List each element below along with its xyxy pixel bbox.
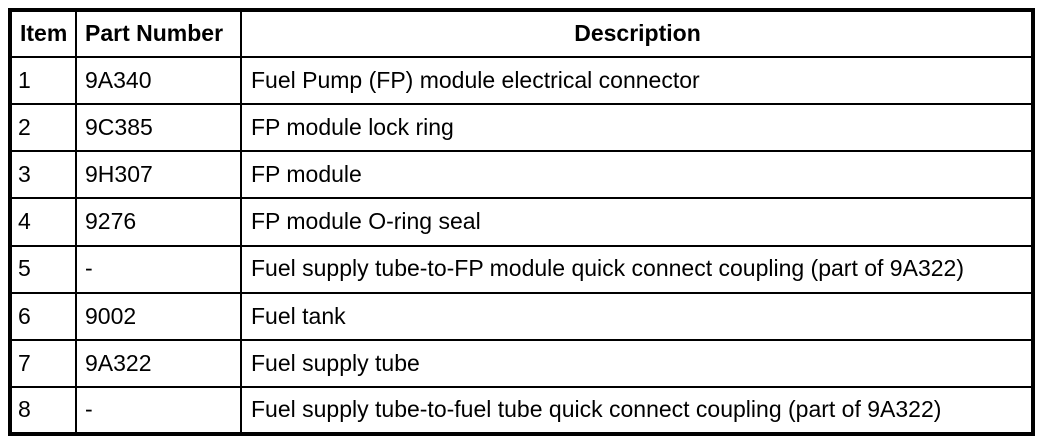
- table-row: 3 9H307 FP module: [9, 150, 1034, 200]
- table-row: 1 9A340 Fuel Pump (FP) module electrical…: [9, 55, 1034, 106]
- description-cell: Fuel supply tube-to-fuel tube quick conn…: [240, 385, 1034, 436]
- description-cell: Fuel supply tube: [240, 338, 1034, 388]
- table-row: 6 9002 Fuel tank: [9, 291, 1034, 341]
- item-cell: 5: [9, 244, 77, 294]
- part-number-cell: 9H307: [75, 150, 242, 200]
- part-number-cell: -: [75, 244, 242, 294]
- item-cell: 7: [9, 338, 77, 388]
- description-cell: Fuel Pump (FP) module electrical connect…: [240, 55, 1034, 106]
- table-row: 5 - Fuel supply tube-to-FP module quick …: [9, 244, 1034, 294]
- item-cell: 1: [9, 55, 77, 106]
- column-header-item: Item: [9, 9, 77, 58]
- part-number-cell: -: [75, 385, 242, 436]
- column-header-part-number: Part Number: [75, 9, 242, 58]
- description-cell: Fuel supply tube-to-FP module quick conn…: [240, 244, 1034, 294]
- parts-table: Item Part Number Description 1 9A340 Fue…: [8, 8, 1035, 436]
- part-number-cell: 9C385: [75, 103, 242, 153]
- column-header-description: Description: [240, 9, 1034, 58]
- table-row: 7 9A322 Fuel supply tube: [9, 338, 1034, 388]
- item-cell: 2: [9, 103, 77, 153]
- item-cell: 8: [9, 385, 77, 436]
- table-row: 2 9C385 FP module lock ring: [9, 103, 1034, 153]
- part-number-cell: 9276: [75, 197, 242, 247]
- part-number-cell: 9A322: [75, 338, 242, 388]
- description-cell: FP module: [240, 150, 1034, 200]
- description-cell: Fuel tank: [240, 291, 1034, 341]
- table-row: 8 - Fuel supply tube-to-fuel tube quick …: [9, 385, 1034, 436]
- item-cell: 4: [9, 197, 77, 247]
- description-cell: FP module O-ring seal: [240, 197, 1034, 247]
- part-number-cell: 9002: [75, 291, 242, 341]
- table-header-row: Item Part Number Description: [9, 9, 1034, 58]
- item-cell: 6: [9, 291, 77, 341]
- table-row: 4 9276 FP module O-ring seal: [9, 197, 1034, 247]
- part-number-cell: 9A340: [75, 55, 242, 106]
- description-cell: FP module lock ring: [240, 103, 1034, 153]
- item-cell: 3: [9, 150, 77, 200]
